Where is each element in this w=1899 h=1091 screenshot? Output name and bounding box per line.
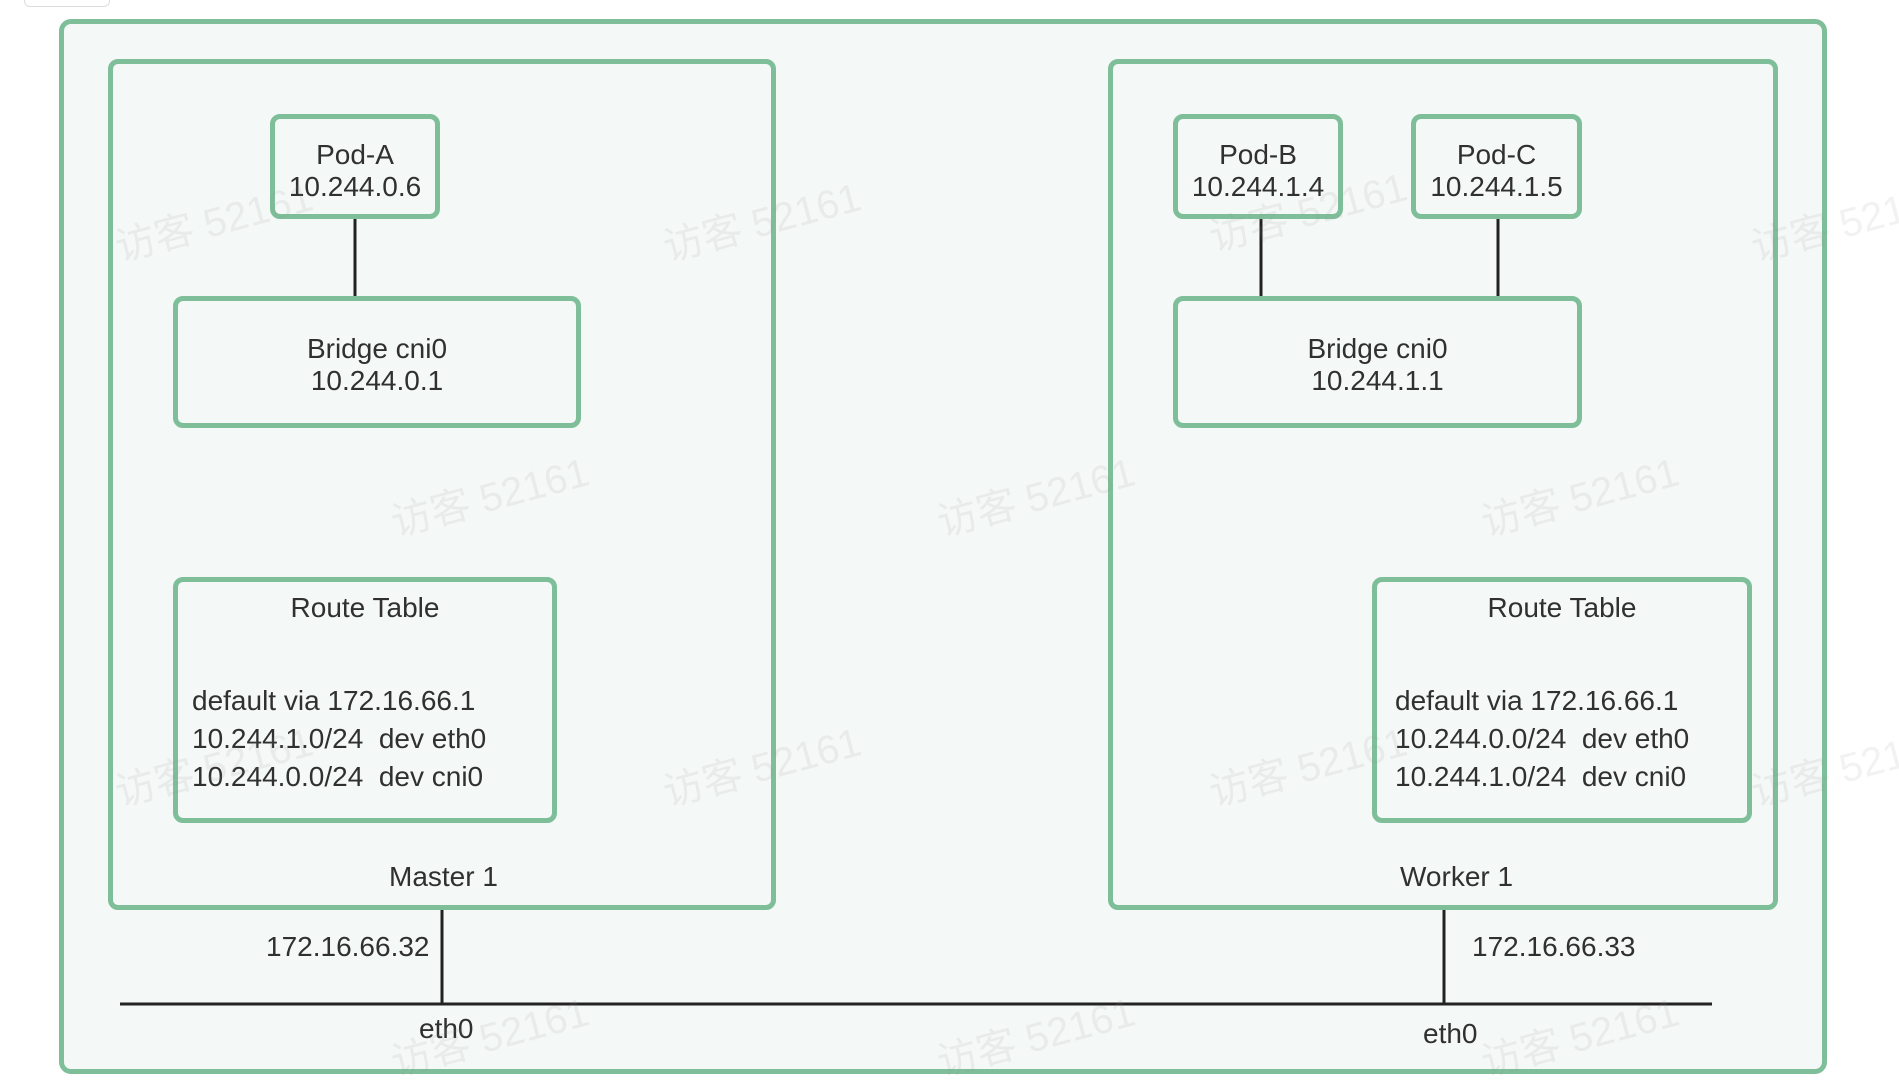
pod-b-name: Pod-B bbox=[1219, 139, 1297, 170]
pod-a-box: Pod-A 10.244.0.6 bbox=[270, 114, 440, 219]
worker-route-line: default via 172.16.66.1 bbox=[1395, 685, 1679, 716]
pod-c-name: Pod-C bbox=[1456, 139, 1537, 170]
worker-bridge-ip: 10.244.1.1 bbox=[1311, 365, 1444, 396]
master-route-line: 10.244.0.0/24 dev cni0 bbox=[192, 761, 484, 792]
worker-bridge-box: Bridge cni0 10.244.1.1 bbox=[1173, 296, 1582, 428]
master-bridge-name: Bridge cni0 bbox=[306, 333, 448, 364]
pod-c-ip: 10.244.1.5 bbox=[1430, 171, 1563, 202]
master-bridge-box: Bridge cni0 10.244.0.1 bbox=[173, 296, 581, 428]
worker-eth-label: eth0 bbox=[1423, 1018, 1478, 1049]
worker-bridge-name: Bridge cni0 bbox=[1307, 333, 1448, 364]
master-route-table: Route Table default via 172.16.66.1 10.2… bbox=[173, 577, 557, 823]
worker-host-ip: 172.16.66.33 bbox=[1472, 931, 1636, 962]
master-route-line: default via 172.16.66.1 bbox=[192, 685, 476, 716]
pod-b-ip: 10.244.1.4 bbox=[1191, 171, 1325, 202]
master-node-label: Master 1 bbox=[389, 861, 498, 892]
pod-a-name: Pod-A bbox=[316, 139, 394, 170]
master-bridge-ip: 10.244.0.1 bbox=[310, 365, 444, 396]
master-route-table-title: Route Table bbox=[290, 592, 440, 623]
worker-node-label: Worker 1 bbox=[1400, 861, 1514, 892]
master-eth-label: eth0 bbox=[419, 1013, 474, 1044]
pod-b-box: Pod-B 10.244.1.4 bbox=[1173, 114, 1343, 219]
worker-route-line: 10.244.1.0/24 dev cni0 bbox=[1395, 761, 1687, 792]
master-host-ip: 172.16.66.32 bbox=[266, 931, 430, 962]
worker-route-table: Route Table default via 172.16.66.1 10.2… bbox=[1372, 577, 1752, 823]
top-tab-stub bbox=[24, 0, 110, 7]
worker-route-table-title: Route Table bbox=[1487, 592, 1637, 623]
pod-a-ip: 10.244.0.6 bbox=[288, 171, 422, 202]
worker-route-line: 10.244.0.0/24 dev eth0 bbox=[1395, 723, 1690, 754]
pod-c-box: Pod-C 10.244.1.5 bbox=[1411, 114, 1582, 219]
master-route-line: 10.244.1.0/24 dev eth0 bbox=[192, 723, 487, 754]
